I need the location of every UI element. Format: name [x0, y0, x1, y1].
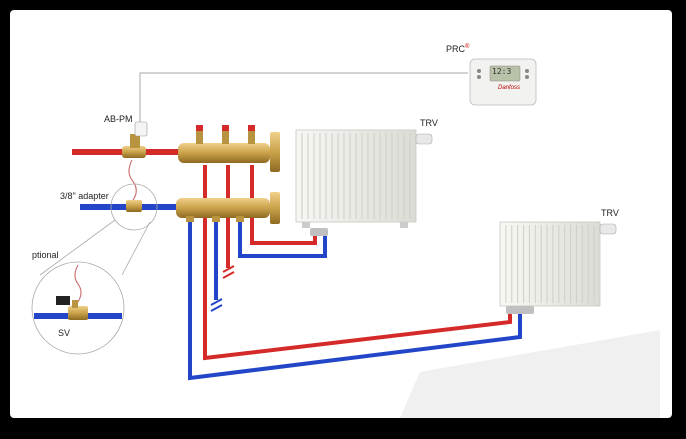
zoom-line: [121, 221, 151, 276]
abpm-label: AB-PM: [104, 114, 133, 124]
prc-text: PRC: [446, 44, 466, 54]
thermostat-brand: Danfoss: [498, 85, 521, 91]
sv-label: SV: [58, 328, 71, 338]
impulse-tube: [128, 159, 137, 201]
radiator-2: [499, 221, 617, 314]
abpm-valve: [122, 121, 148, 158]
return-cut-mark: [210, 298, 223, 306]
prc-mark: ®: [465, 44, 470, 50]
diagram-canvas: 12:3 Danfoss PRC® TRV TRV AB-PM 3/8" ada…: [10, 10, 672, 418]
optional-label: ptional: [32, 250, 59, 260]
prc-thermostat: [469, 58, 537, 106]
radiator-1: [295, 129, 433, 236]
adapter-label: 3/8" adapter: [60, 191, 109, 201]
supply-pipe-rad2: [203, 165, 512, 361]
trv-label-1: TRV: [420, 118, 438, 128]
return-manifold: [176, 192, 280, 224]
supply-cut-mark: [222, 265, 235, 273]
supply-manifold: [178, 125, 280, 172]
return-cut-mark: [210, 304, 223, 312]
thermostat-wire: [139, 72, 468, 125]
heating-diagram: [31, 58, 660, 418]
zoom-line: [39, 219, 116, 276]
sv-valve-stem: [72, 300, 78, 308]
prc-label: PRC®: [446, 44, 469, 54]
adapter-fitting: [126, 200, 142, 212]
return-pipe-rad2: [188, 215, 522, 381]
trv-label-2: TRV: [601, 208, 619, 218]
adapter-zoom-circle: [110, 183, 158, 231]
return-pipe-rad1: [238, 215, 327, 258]
optional-impulse-tube: [74, 264, 82, 303]
sv-valve-handle: [56, 296, 70, 305]
sv-valve-body: [68, 306, 88, 320]
supply-cut-mark: [222, 271, 235, 279]
floor-shadow: [400, 330, 660, 418]
thermostat-display: 12:3: [492, 67, 512, 76]
